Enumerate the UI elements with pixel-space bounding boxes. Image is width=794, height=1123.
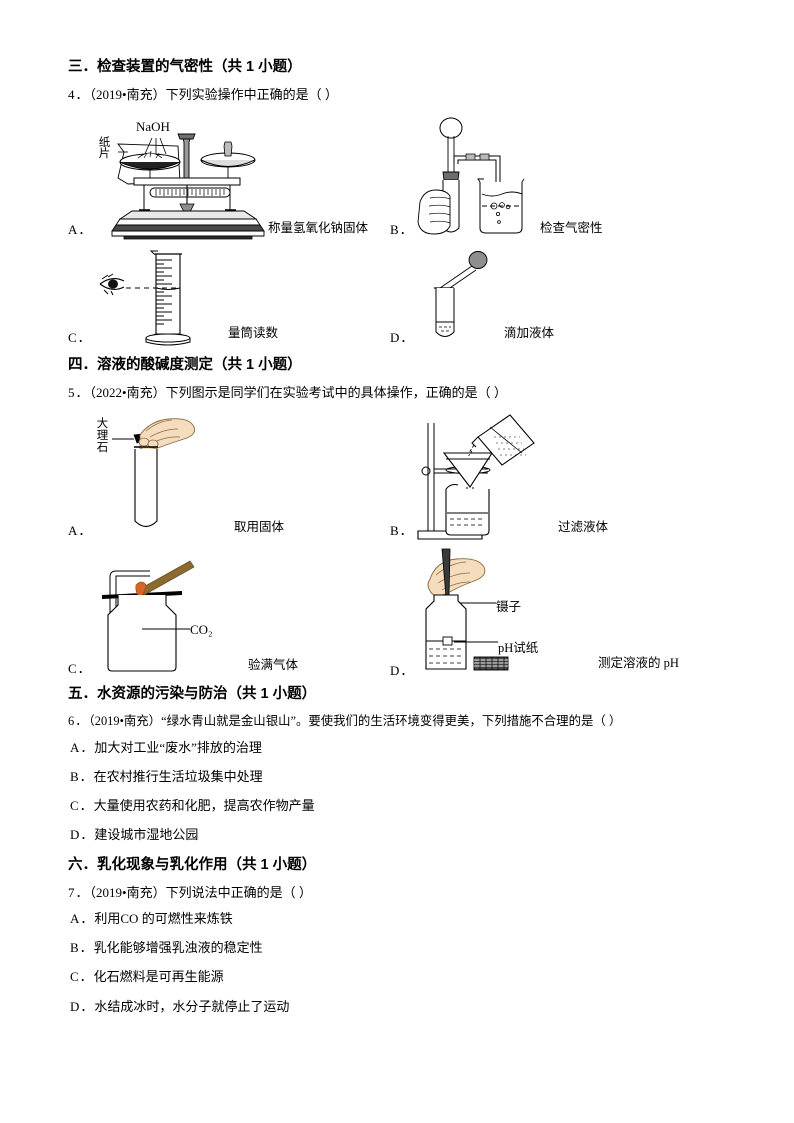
question-4-text: 下列实验操作中正确的是（ ） (165, 87, 338, 103)
option-5D-caption: 测定溶液的 pH (598, 655, 679, 670)
option-5A-caption: 取用固体 (234, 519, 285, 534)
filtration-figure (416, 413, 546, 541)
option-5C-letter: C． (68, 661, 92, 677)
option-7A-text: 利用CO 的可燃性来炼铁 (94, 911, 233, 927)
option-4D[interactable]: D． 滴加液体 (390, 242, 728, 348)
option-7B[interactable]: B．乳化能够增强乳浊液的稳定性 (68, 938, 728, 958)
option-4B-letter: B． (390, 221, 414, 237)
paper-label: 纸片 (98, 136, 111, 161)
ph-measure-figure: 镊子 pH试纸 (416, 545, 596, 679)
question-5-text: 下列图示是同学们在实验考试中的具体操作，正确的是（ ） (165, 384, 507, 400)
option-4C-caption: 量筒读数 (228, 326, 279, 341)
dropper-test-tube-figure (416, 248, 500, 348)
option-4A[interactable]: A． NaOH 纸片 (68, 112, 390, 240)
marble-test-tube-figure: 大理石 (94, 415, 218, 541)
option-6B-letter: B． (70, 769, 94, 785)
option-5D-letter: D． (390, 663, 415, 679)
balance-scale-figure: NaOH 纸片 (94, 118, 265, 240)
option-4B[interactable]: B． (390, 112, 728, 240)
option-6D-letter: D． (70, 827, 95, 843)
option-7C[interactable]: C．化石燃料是可再生能源 (68, 967, 728, 987)
option-5C-caption: 验满气体 (248, 657, 299, 672)
option-6C-letter: C． (70, 798, 94, 814)
option-4D-caption: 滴加液体 (504, 326, 555, 341)
naoh-label: NaOH (136, 118, 170, 134)
question-5-options-row-1: A． 大理石 (68, 409, 728, 541)
section-heading-3: 三．检查装置的气密性（共 1 小题） (68, 59, 302, 75)
question-4-number: 4． (68, 87, 90, 103)
marble-label: 大理石 (96, 418, 109, 454)
question-4-source: （2019•南充） (89, 87, 166, 103)
page-content: 三．检查装置的气密性（共 1 小题） 4．（2019•南充）下列实验操作中正确的… (68, 58, 728, 1026)
option-7A-letter: A． (70, 911, 95, 927)
option-6A-text: 加大对工业“废水”排放的治理 (94, 739, 262, 755)
option-5A-letter: A． (68, 523, 93, 539)
question-6-number: 6． (68, 714, 89, 729)
section-heading-6: 六．乳化现象与乳化作用（共 1 小题） (68, 856, 317, 873)
question-7-source: （2019•南充） (89, 884, 166, 900)
question-5-options-row-2: C． CO₂ (68, 543, 728, 679)
option-7C-text: 化石燃料是可再生能源 (93, 969, 224, 985)
option-6D-text: 建设城市湿地公园 (94, 827, 199, 843)
option-5B[interactable]: B． (390, 409, 728, 541)
co2-label: CO₂ (190, 622, 213, 638)
option-7C-letter: C． (70, 969, 94, 985)
option-4C-letter: C． (68, 329, 92, 345)
option-5A[interactable]: A． 大理石 (68, 409, 390, 541)
option-6B[interactable]: B．在农村推行生活垃圾集中处理 (68, 767, 728, 787)
question-7-text: 下列说法中正确的是（ ） (165, 884, 312, 900)
option-7B-letter: B． (70, 940, 94, 956)
question-5-source: （2022•南充） (89, 384, 166, 400)
option-5C[interactable]: C． CO₂ (68, 543, 390, 679)
option-6C-text: 大量使用农药和化肥，提高农作物产量 (93, 798, 315, 814)
section-heading-5: 五．水资源的污染与防治（共 1 小题） (68, 686, 317, 703)
option-4C[interactable]: C． (68, 242, 390, 348)
option-6A-letter: A． (70, 739, 95, 755)
option-7D[interactable]: D．水结成冰时，水分子就停止了运动 (68, 997, 728, 1017)
option-7A[interactable]: A．利用CO 的可燃性来炼铁 (68, 909, 728, 929)
option-6A[interactable]: A．加大对工业“废水”排放的治理 (68, 738, 728, 758)
question-4-options-row-2: C． (68, 242, 728, 348)
option-4D-letter: D． (390, 329, 415, 345)
question-7-number: 7． (68, 884, 90, 900)
question-5-number: 5． (68, 384, 90, 400)
option-5D[interactable]: D． 镊子 pH试纸 (390, 543, 728, 679)
option-6C[interactable]: C．大量使用农药和化肥，提高农作物产量 (68, 796, 728, 816)
ph-paper-label: pH试纸 (498, 641, 539, 656)
gas-tightness-figure (416, 116, 536, 240)
tweezers-label: 镊子 (496, 600, 522, 615)
section-heading-4: 四．溶液的酸碱度测定（共 1 小题） (68, 356, 302, 373)
option-5B-letter: B． (390, 523, 414, 539)
option-7B-text: 乳化能够增强乳浊液的稳定性 (93, 940, 263, 956)
option-7D-letter: D． (70, 998, 95, 1014)
option-4A-caption: 称量氢氧化钠固体 (268, 221, 369, 236)
option-6D[interactable]: D．建设城市湿地公园 (68, 825, 728, 845)
question-6-stem: 6．（2019•南充）“绿水青山就是金山银山”。要使我们的生活环境变得更美，下列… (68, 712, 728, 731)
option-7D-text: 水结成冰时，水分子就停止了运动 (94, 998, 290, 1014)
question-5-stem: 5．（2022•南充）下列图示是同学们在实验考试中的具体操作，正确的是（ ） (68, 383, 728, 403)
co2-bottle-figure: CO₂ (94, 549, 234, 679)
option-4A-letter: A． (68, 221, 93, 237)
option-4B-caption: 检查气密性 (540, 221, 603, 236)
question-6-text: “绿水青山就是金山银山”。要使我们的生活环境变得更美，下列措施不合理的是（ ） (161, 714, 622, 729)
option-5B-caption: 过滤液体 (558, 519, 609, 534)
option-6B-text: 在农村推行生活垃圾集中处理 (93, 769, 263, 785)
question-4-options-row-1: A． NaOH 纸片 (68, 112, 728, 240)
question-7-stem: 7．（2019•南充）下列说法中正确的是（ ） (68, 883, 728, 903)
graduated-cylinder-figure (94, 248, 224, 348)
question-4-stem: 4．（2019•南充）下列实验操作中正确的是（ ） (68, 85, 728, 105)
question-6-source: （2019•南充） (88, 714, 162, 729)
